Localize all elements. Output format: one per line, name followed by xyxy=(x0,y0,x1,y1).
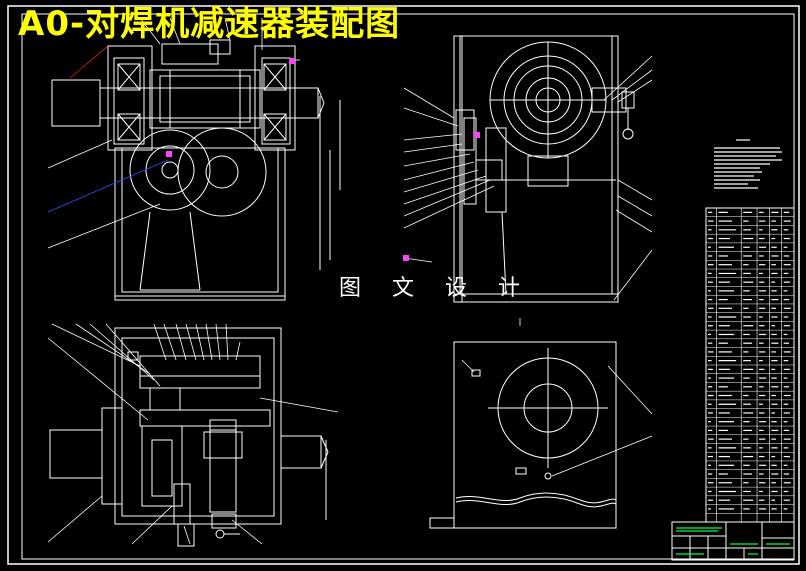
drawing-title: A0-对焊机减速器装配图 xyxy=(18,4,401,44)
magenta-marker xyxy=(474,132,480,138)
front-section-view xyxy=(51,39,341,301)
side-view xyxy=(453,35,635,303)
top-section-view xyxy=(49,327,329,547)
magenta-marker xyxy=(289,58,295,64)
parts-list-table xyxy=(705,207,795,523)
top-view-leaders xyxy=(47,323,339,545)
magenta-marker xyxy=(166,151,172,157)
outer-border xyxy=(7,5,800,565)
watermark-text: 图 文 设 计 xyxy=(339,276,532,301)
technical-requirements xyxy=(714,139,782,189)
magenta-marker xyxy=(403,255,409,261)
front-view-leaders xyxy=(47,17,300,249)
title-block-fill xyxy=(676,527,790,555)
title-block xyxy=(671,521,795,561)
base-view-leaders xyxy=(461,318,653,477)
side-view-leaders xyxy=(403,55,653,301)
base-plate-view xyxy=(429,341,617,529)
